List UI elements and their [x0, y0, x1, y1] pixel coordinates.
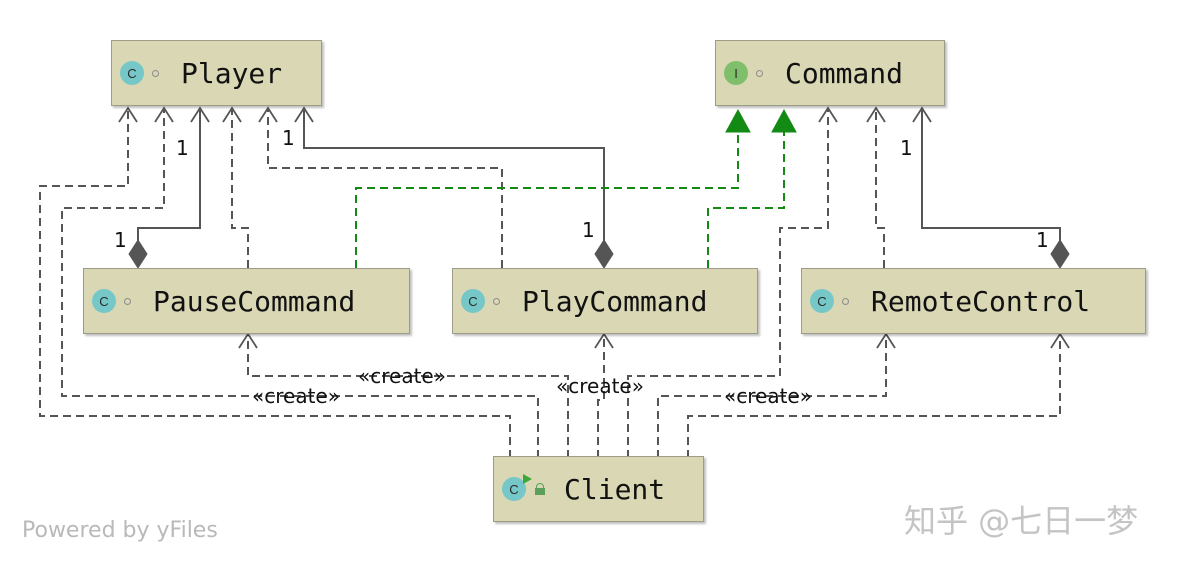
interface-icon: I [724, 61, 748, 85]
node-pausecommand[interactable]: C PauseCommand [83, 268, 410, 334]
edge-pausecommand-player [231, 110, 249, 268]
multiplicity-player-play-top: 1 [282, 126, 295, 150]
edge-client-playcommand [597, 334, 605, 458]
visibility-icon [756, 69, 763, 77]
class-icon: C [461, 289, 485, 313]
composition-diamonds [128, 239, 1070, 269]
visibility-icon [152, 69, 159, 77]
class-icon: C [810, 289, 834, 313]
multiplicity-command-remote-bottom: 1 [1036, 228, 1049, 252]
node-remotecontrol[interactable]: C RemoteControl [801, 268, 1146, 334]
diamond-remotecontrol [1050, 239, 1070, 269]
edge-remotecontrol-command [875, 110, 885, 268]
node-player[interactable]: C Player [111, 40, 322, 106]
edge-client-remotecontrol-outer [687, 334, 1061, 458]
stereotype-create: «create» [252, 384, 340, 408]
edge-player-playcommand [303, 110, 605, 242]
multiplicity-command-remote-top: 1 [900, 136, 913, 160]
multiplicity-player-play-bottom: 1 [582, 218, 595, 242]
class-icon: C [120, 61, 144, 85]
node-command-name: Command [785, 56, 904, 90]
edge-playcommand-command [707, 132, 785, 268]
node-playcommand-name: PlayCommand [522, 284, 708, 318]
edge-command-remotecontrol [921, 110, 1061, 242]
realization-arrowheads [725, 108, 797, 133]
powered-by-watermark: Powered by yFiles [22, 518, 218, 543]
edge-player-pausecommand [137, 110, 201, 242]
node-client-name: Client [564, 472, 666, 506]
stereotype-create: «create» [358, 364, 446, 388]
edge-client-remotecontrol [657, 334, 887, 458]
edge-pausecommand-command [355, 132, 739, 268]
visibility-icon [124, 297, 131, 305]
node-remotecontrol-name: RemoteControl [871, 284, 1091, 318]
diamond-playcommand [594, 239, 614, 269]
stereotype-create: «create» [556, 374, 644, 398]
diamond-pausecommand [128, 239, 148, 269]
realization-edges [355, 132, 785, 268]
visibility-icon [842, 297, 849, 305]
dependency-arrowheads [118, 106, 1070, 349]
lock-icon [534, 483, 546, 495]
node-client[interactable]: C Client [493, 456, 704, 522]
author-watermark: 知乎 @七日一梦 [904, 502, 1139, 540]
multiplicity-player-pause-bottom: 1 [114, 228, 127, 252]
multiplicity-player-pause-top: 1 [176, 136, 189, 160]
edge-client-command [627, 110, 829, 458]
composition-edges [137, 110, 1061, 242]
edge-client-player-outer [39, 110, 511, 458]
edge-client-pausecommand [247, 334, 569, 458]
stereotype-create: «create» [724, 384, 812, 408]
runnable-class-icon: C [502, 474, 532, 501]
class-icon: C [92, 289, 116, 313]
composition-arrowheads [190, 106, 932, 123]
node-pausecommand-name: PauseCommand [153, 284, 356, 318]
visibility-icon [493, 297, 500, 305]
node-command[interactable]: I Command [715, 40, 945, 106]
node-player-name: Player [181, 56, 283, 90]
run-triangle-icon [523, 474, 532, 484]
edge-client-player-inner [61, 110, 539, 458]
node-playcommand[interactable]: C PlayCommand [452, 268, 758, 334]
dependency-edges [39, 110, 1061, 458]
